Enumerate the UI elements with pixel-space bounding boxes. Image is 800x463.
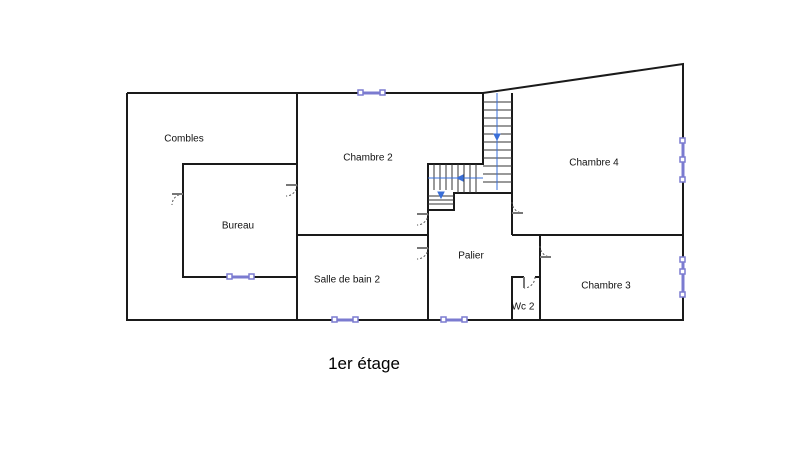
door-leaves xyxy=(172,184,551,288)
room-label-salle-de-bain-2: Salle de bain 2 xyxy=(313,274,381,286)
room-label-bureau: Bureau xyxy=(221,220,255,232)
room-label-palier: Palier xyxy=(458,250,484,262)
floor-title: 1er étage xyxy=(328,354,400,373)
room-label-chambre-4: Chambre 4 xyxy=(569,157,619,169)
doors xyxy=(171,184,552,289)
walls xyxy=(126,62,684,321)
room-label-chambre-3: Chambre 3 xyxy=(581,280,631,292)
room-label-wc-2: Wc 2 xyxy=(511,301,535,313)
room-label-combles: Combles xyxy=(164,133,204,145)
stair-direction-arrows xyxy=(428,93,501,200)
windows xyxy=(226,89,686,323)
room-label-chambre-2: Chambre 2 xyxy=(343,152,393,164)
staircase xyxy=(428,101,512,205)
